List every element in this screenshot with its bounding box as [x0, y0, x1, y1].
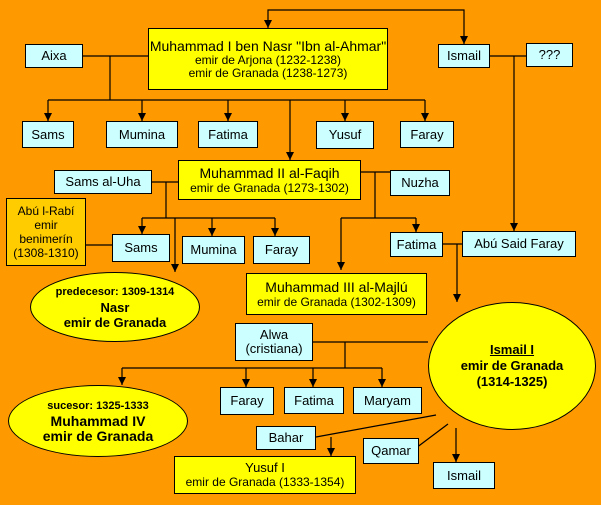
node-yusuf: Yusuf — [316, 121, 374, 149]
node-ismail-top-label: Ismail — [447, 48, 481, 63]
node-sams-2: Sams — [112, 234, 170, 262]
node-muhammad-iv-title: emir de Granada — [42, 427, 154, 444]
node-abu-said-faray: Abú Said Faray — [462, 231, 576, 257]
node-unknown: ??? — [526, 43, 573, 67]
node-muhammad-ii: Muhammad II al-Faqih emir de Granada (12… — [178, 160, 361, 200]
node-abu-rabi-title: emir — [34, 218, 58, 232]
node-faray-1-label: Faray — [410, 126, 444, 142]
node-fatima-2: Fatima — [390, 232, 443, 257]
node-mumina-1: Mumina — [106, 121, 178, 148]
node-fatima-3-label: Fatima — [294, 392, 334, 408]
node-ismail-i-dates: (1314-1325) — [476, 374, 548, 389]
node-nasr-title: emir de Granada — [63, 314, 167, 330]
node-muhammad-i-title-1: emir de Arjona (1232-1238) — [194, 53, 342, 67]
node-yusuf-label: Yusuf — [328, 127, 362, 142]
node-abu-rabi-name: Abú l-Rabí — [17, 204, 75, 218]
node-nasr-name: Nasr — [100, 299, 130, 315]
node-yusuf-i: Yusuf I emir de Granada (1333-1354) — [174, 456, 356, 494]
node-nuzha: Nuzha — [390, 170, 450, 196]
node-mumina-2: Mumina — [182, 236, 245, 264]
node-abu-rabi-dates: (1308-1310) — [13, 246, 79, 260]
node-ismail-i-title: emir de Granada — [460, 358, 564, 373]
node-qamar-label: Qamar — [371, 443, 411, 458]
node-muhammad-iv-successor: sucesor: 1325-1333 — [47, 399, 149, 412]
node-abu-said-faray-label: Abú Said Faray — [474, 236, 564, 251]
node-sams-2-label: Sams — [124, 240, 158, 255]
node-maryam: Maryam — [353, 387, 422, 414]
node-ismail-bottom: Ismail — [433, 462, 495, 489]
node-aixa: Aixa — [25, 44, 83, 68]
node-bahar-label: Bahar — [268, 430, 304, 445]
node-qamar: Qamar — [363, 438, 419, 464]
node-abu-rabi: Abú l-Rabí emir benimerín (1308-1310) — [6, 198, 86, 266]
node-abu-rabi-dynasty: benimerín — [19, 232, 73, 246]
node-ismail-top: Ismail — [438, 44, 490, 68]
node-muhammad-iii-title: emir de Granada (1302-1309) — [257, 295, 416, 309]
node-faray-1: Faray — [400, 121, 454, 148]
node-sams-1: Sams — [22, 121, 74, 148]
node-fatima-3: Fatima — [284, 387, 344, 414]
node-yusuf-i-title: emir de Granada (1333-1354) — [185, 475, 345, 489]
node-muhammad-iv: sucesor: 1325-1333 Muhammad IV emir de G… — [8, 385, 188, 457]
node-alwa: Alwa (cristiana) — [235, 323, 313, 361]
node-sams-1-label: Sams — [31, 126, 65, 142]
node-mumina-2-label: Mumina — [190, 242, 237, 257]
node-ismail-bottom-label: Ismail — [447, 467, 481, 483]
node-ismail-i-name: Ismail I — [489, 342, 535, 357]
node-faray-3: Faray — [220, 387, 274, 415]
node-muhammad-iii-name: Muhammad III al-Majlú — [265, 279, 408, 295]
node-muhammad-i: Muhammad I ben Nasr "Ibn al-Ahmar" emir … — [148, 28, 388, 90]
node-yusuf-i-name: Yusuf I — [245, 460, 285, 475]
node-nuzha-label: Nuzha — [401, 175, 439, 190]
node-faray-2: Faray — [253, 236, 310, 264]
node-sams-al-uha-label: Sams al-Uha — [65, 174, 141, 189]
node-muhammad-iv-name: Muhammad IV — [50, 412, 146, 429]
node-muhammad-iii: Muhammad III al-Majlú emir de Granada (1… — [246, 273, 427, 315]
node-nasr: predecesor: 1309-1314 Nasr emir de Grana… — [30, 272, 200, 342]
node-muhammad-ii-name: Muhammad II al-Faqih — [199, 165, 340, 181]
node-unknown-label: ??? — [538, 47, 561, 62]
node-alwa-note: (cristiana) — [245, 341, 303, 356]
node-fatima-1: Fatima — [198, 121, 258, 148]
node-bahar: Bahar — [256, 426, 316, 450]
node-sams-al-uha: Sams al-Uha — [54, 170, 152, 194]
node-aixa-label: Aixa — [41, 48, 67, 63]
node-muhammad-i-title-2: emir de Granada (1238-1273) — [188, 66, 348, 80]
node-muhammad-ii-title: emir de Granada (1273-1302) — [190, 181, 349, 195]
node-maryam-label: Maryam — [364, 392, 411, 408]
node-nasr-predecessor: predecesor: 1309-1314 — [55, 285, 175, 298]
node-faray-3-label: Faray — [230, 393, 264, 408]
node-fatima-1-label: Fatima — [208, 126, 248, 142]
node-alwa-name: Alwa — [259, 327, 289, 342]
node-ismail-i: Ismail I emir de Granada (1314-1325) — [428, 302, 596, 430]
node-mumina-1-label: Mumina — [118, 126, 166, 142]
node-fatima-2-label: Fatima — [396, 236, 437, 252]
node-faray-2-label: Faray — [264, 242, 299, 257]
node-muhammad-i-name: Muhammad I ben Nasr "Ibn al-Ahmar" — [149, 38, 387, 54]
